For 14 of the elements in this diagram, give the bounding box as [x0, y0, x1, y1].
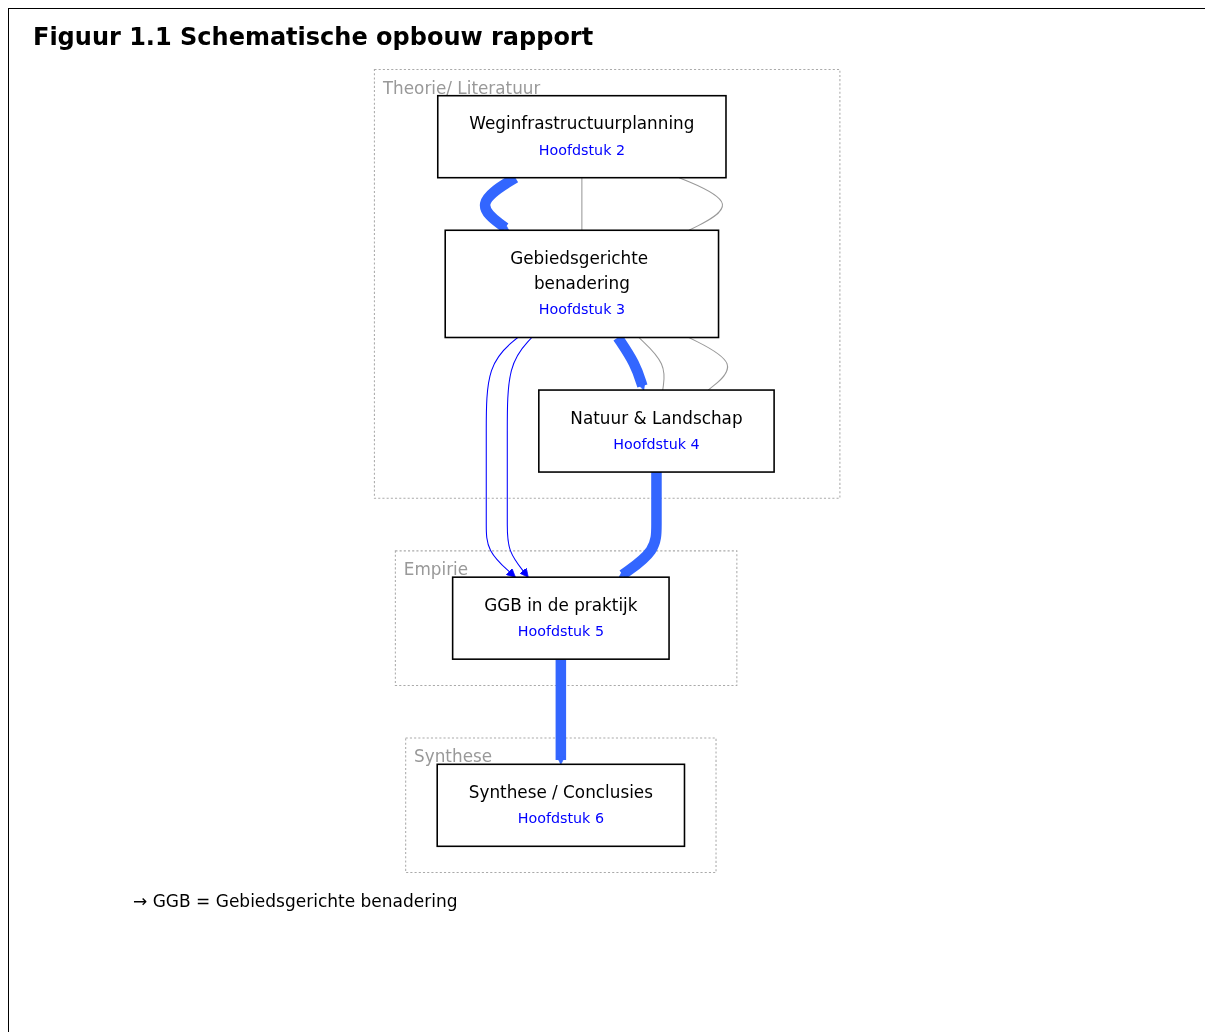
- arrow: [555, 658, 566, 765]
- node-box: Synthese / Conclusies Hoofdstuk 6: [436, 763, 686, 848]
- connector: [581, 177, 583, 231]
- connector: [678, 177, 723, 231]
- node-box: Natuur & Landschap Hoofdstuk 4: [537, 389, 775, 473]
- node-box: GGB in de praktijk Hoofdstuk 5: [451, 576, 670, 660]
- connector: [638, 336, 665, 391]
- connector: [688, 336, 728, 391]
- figure-title: Figuur 1.1 Schematische opbouw rapport: [33, 23, 595, 51]
- arrow: [506, 336, 533, 578]
- note-text: → GGB = Gebiedsgerichte benadering: [133, 891, 459, 911]
- node-box: Weginfrastructuurplanning Hoofdstuk 2: [436, 94, 727, 179]
- node-box: Gebiedsgerichte benadering Hoofdstuk 3: [444, 229, 720, 339]
- arrow: [485, 336, 519, 578]
